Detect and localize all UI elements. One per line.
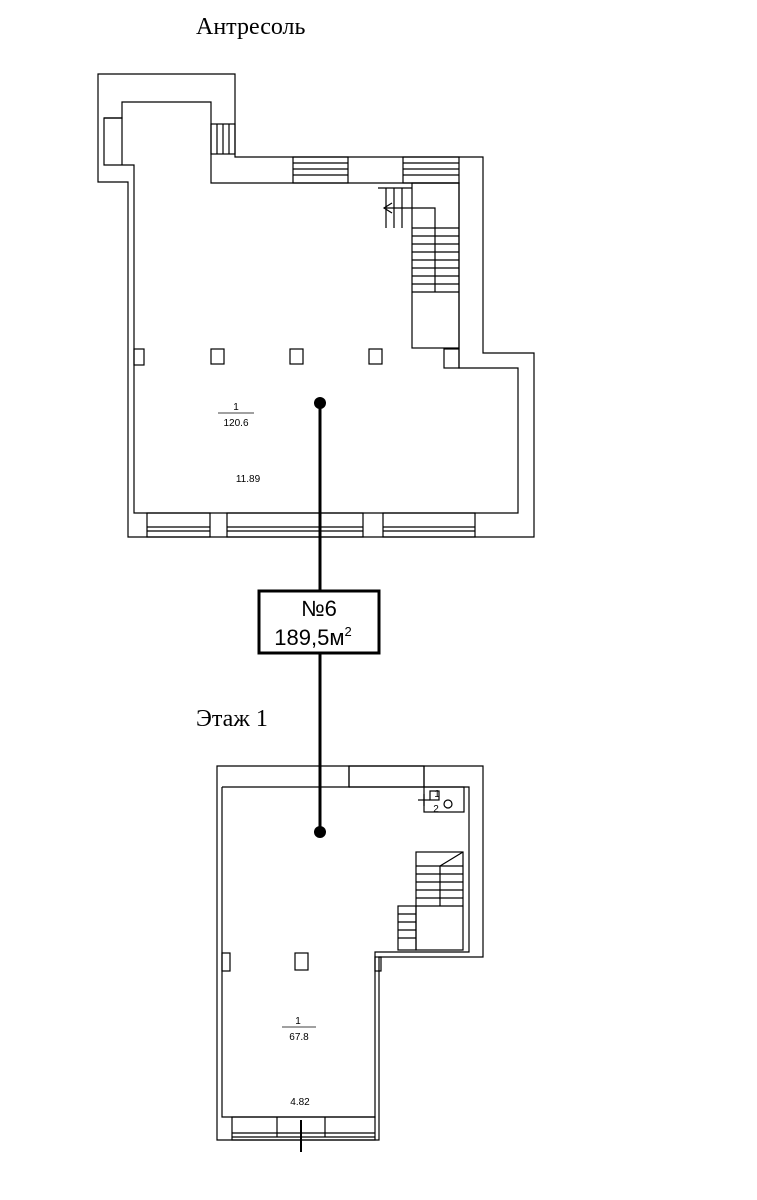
floor1-outer-wall <box>216 765 484 1141</box>
floor1-plan <box>216 765 484 1152</box>
floor1-niche-right <box>374 956 382 972</box>
floor1-dimension: 4.82 <box>290 1097 310 1108</box>
mezzanine-recess <box>104 117 123 165</box>
unit-connector <box>314 397 326 838</box>
mezzanine-window-top-1 <box>292 156 349 184</box>
floor1-window-bottom <box>231 1116 376 1141</box>
mezzanine-column-2 <box>210 348 225 365</box>
floor1-room-number: 1 <box>295 1016 301 1027</box>
unit-area: 189,5м2 <box>274 624 351 650</box>
mezzanine-window-top-2 <box>402 156 460 184</box>
floor1-column <box>294 952 309 971</box>
mezzanine-staircase <box>411 182 460 349</box>
mezzanine-plan <box>97 73 535 538</box>
unit-box <box>257 589 381 655</box>
floor1-staircase <box>415 851 464 951</box>
mezzanine-column-5 <box>443 348 460 369</box>
mezzanine-room-area: 120.6 <box>223 418 248 429</box>
floor1-room-area: 67.8 <box>289 1032 309 1043</box>
mezzanine-column-4 <box>368 348 383 365</box>
floor1-wc-number-b: 2 <box>433 804 439 815</box>
mezzanine-title: Антресоль <box>196 14 306 40</box>
floor1-wc-number-a: 1 <box>434 789 440 800</box>
mezzanine-outer-wall <box>97 73 535 538</box>
mezzanine-column-3 <box>289 348 304 365</box>
mezzanine-marker-dot <box>314 397 326 409</box>
mezzanine-window-bottom-2 <box>226 512 364 538</box>
floor1-top-block <box>348 765 425 788</box>
mezzanine-inner-wall <box>103 101 519 514</box>
mezzanine-window-bottom-1 <box>146 512 211 538</box>
mezzanine-window-bottom-3 <box>382 512 476 538</box>
mezzanine-column-1 <box>133 348 145 366</box>
floor1-inner-wall <box>221 766 470 1118</box>
floor1-marker-dot <box>314 826 326 838</box>
floor1-title: Этаж 1 <box>196 706 268 732</box>
mezzanine-room-number: 1 <box>233 402 239 413</box>
unit-number: №6 <box>301 596 337 621</box>
mezzanine-dimension: 11.89 <box>236 474 261 485</box>
floor1-niche-left <box>221 952 231 972</box>
